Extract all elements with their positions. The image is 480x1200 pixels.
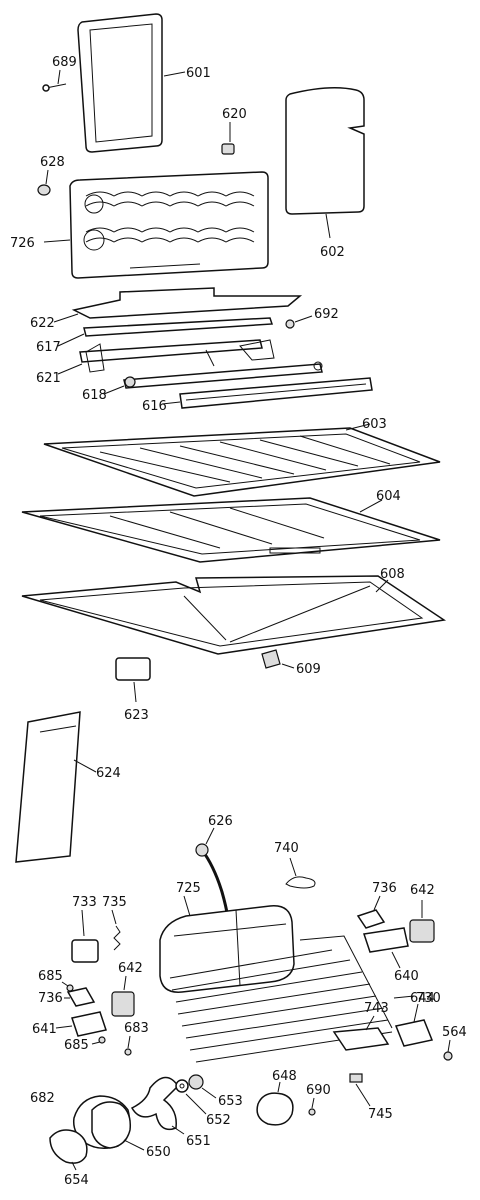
- part-736-bracket-right: [356, 909, 386, 929]
- part-740-clip: [285, 876, 316, 889]
- part-651-fan-blade: [130, 1076, 179, 1131]
- label-641: 641: [32, 1022, 57, 1037]
- label-650: 650: [146, 1145, 171, 1160]
- part-726-evaporator: [69, 171, 269, 279]
- part-622-plate: [71, 287, 303, 319]
- label-617: 617: [36, 340, 61, 355]
- part-621-bracket: [79, 339, 275, 373]
- label-736-right: 736: [372, 881, 397, 896]
- label-682: 682: [30, 1091, 55, 1106]
- label-644: 644: [410, 991, 435, 1006]
- part-618-rod: [123, 361, 323, 389]
- part-620-clip: [221, 143, 235, 155]
- part-725-compressor: [159, 905, 295, 993]
- part-736-bracket-left: [66, 987, 96, 1007]
- part-617-rod: [83, 317, 274, 337]
- label-726: 726: [10, 236, 35, 251]
- part-641-bracket: [71, 1011, 107, 1037]
- label-604: 604: [376, 489, 401, 504]
- part-644-plate: [394, 1019, 434, 1047]
- label-602: 602: [320, 245, 345, 260]
- part-603-shelf: [43, 427, 441, 497]
- label-642-right: 642: [410, 883, 435, 898]
- label-648: 648: [272, 1069, 297, 1084]
- label-564: 564: [442, 1025, 467, 1040]
- label-626: 626: [208, 814, 233, 829]
- label-603: 603: [362, 417, 387, 432]
- label-725: 725: [176, 881, 201, 896]
- label-736-left: 736: [38, 991, 63, 1006]
- part-692-screw: [285, 319, 295, 329]
- label-624: 624: [96, 766, 121, 781]
- label-616: 616: [142, 399, 167, 414]
- part-628-knob: [37, 184, 51, 196]
- part-735-spring: [113, 925, 121, 951]
- label-740: 740: [274, 841, 299, 856]
- label-733: 733: [72, 895, 97, 910]
- label-623: 623: [124, 708, 149, 723]
- label-609: 609: [296, 662, 321, 677]
- part-602-cover: [285, 87, 365, 215]
- part-640-bracket: [363, 927, 409, 953]
- part-624-duct: [15, 711, 81, 863]
- part-689-screw: [42, 83, 67, 92]
- part-654-bracket: [49, 1129, 88, 1164]
- part-685-screw-lower: [98, 1036, 106, 1044]
- part-608-tray: [21, 575, 447, 655]
- label-683: 683: [124, 1021, 149, 1036]
- part-683-screw: [124, 1048, 132, 1056]
- label-743: 743: [364, 1001, 389, 1016]
- part-690-screw: [308, 1108, 316, 1116]
- label-642-left: 642: [118, 961, 143, 976]
- label-601: 601: [186, 66, 211, 81]
- label-689: 689: [52, 55, 77, 70]
- part-564-screw: [443, 1051, 453, 1061]
- label-653: 653: [218, 1094, 243, 1109]
- label-651: 651: [186, 1134, 211, 1149]
- label-618: 618: [82, 388, 107, 403]
- label-620: 620: [222, 107, 247, 122]
- part-730-condenser: [169, 935, 393, 1063]
- part-623-block: [115, 657, 151, 681]
- part-648-cap: [256, 1092, 294, 1126]
- part-650-fan-motor: [91, 1101, 132, 1149]
- part-733-block: [71, 939, 99, 963]
- part-616-rail: [179, 377, 373, 409]
- label-621: 621: [36, 371, 61, 386]
- part-642-block-left: [111, 991, 135, 1017]
- label-692: 692: [314, 307, 339, 322]
- label-735: 735: [102, 895, 127, 910]
- label-628: 628: [40, 155, 65, 170]
- part-601-panel: [77, 13, 163, 153]
- label-622: 622: [30, 316, 55, 331]
- label-608: 608: [380, 567, 405, 582]
- label-690: 690: [306, 1083, 331, 1098]
- part-743-bracket: [332, 1027, 390, 1051]
- label-685-upper: 685: [38, 969, 63, 984]
- part-652-washer: [175, 1079, 189, 1093]
- part-609-fitting: [261, 649, 281, 669]
- label-685-lower: 685: [64, 1038, 89, 1053]
- part-653-nut: [188, 1074, 204, 1090]
- part-745-clip: [349, 1073, 363, 1083]
- label-652: 652: [206, 1113, 231, 1128]
- label-730: 730: [416, 991, 441, 1006]
- part-642-block-right: [409, 919, 435, 943]
- label-654: 654: [64, 1173, 89, 1188]
- label-640: 640: [394, 969, 419, 984]
- label-745: 745: [368, 1107, 393, 1122]
- part-604-shelf: [21, 497, 441, 563]
